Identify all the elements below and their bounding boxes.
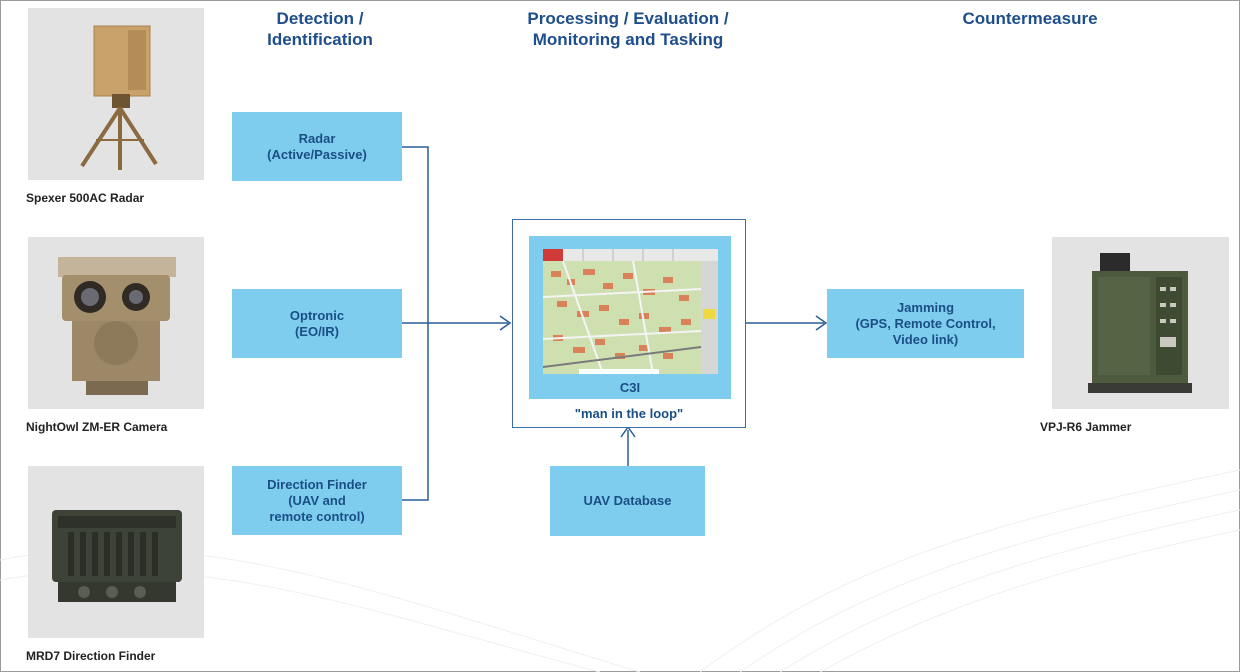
arrow-to-jamming-icon	[815, 315, 828, 331]
optronic-box: Optronic (EO/IR)	[232, 289, 402, 358]
direction-finder-box-line-2: (UAV and	[288, 492, 346, 508]
radar-box-line-1: Radar	[298, 130, 336, 146]
c3i-panel: C3I	[529, 236, 731, 399]
heading-detection-line-2: Identification	[267, 30, 373, 49]
man-in-the-loop-label: "man in the loop"	[574, 406, 684, 421]
radar-box-line-2: (Active/Passive)	[267, 146, 367, 162]
direction-finder-box-line-3: remote control)	[269, 508, 365, 524]
jammer-caption: VPJ-R6 Jammer	[1040, 420, 1132, 434]
jamming-box-line-3: Video link)	[892, 331, 959, 347]
arrow-to-c3i-icon	[499, 315, 512, 331]
jamming-box-line-1: Jamming	[896, 299, 955, 315]
heading-processing: Processing / Evaluation / Monitoring and…	[488, 8, 768, 50]
jamming-box-line-2: (GPS, Remote Control,	[855, 315, 996, 331]
radar-photo	[28, 8, 204, 180]
direction-finder-caption: MRD7 Direction Finder	[26, 649, 156, 663]
jammer-photo	[1052, 237, 1229, 409]
c3i-label: C3I	[619, 380, 641, 395]
optronic-box-line-1: Optronic	[289, 307, 345, 323]
heading-countermeasure: Countermeasure	[962, 9, 1098, 28]
heading-detection: Detection / Identification	[230, 8, 410, 50]
optronic-box-line-2: (EO/IR)	[294, 323, 340, 339]
camera-photo	[28, 237, 204, 409]
camera-caption: NightOwl ZM-ER Camera	[26, 420, 168, 434]
direction-finder-photo	[28, 466, 204, 638]
c3i-frame: C3I "man in the loop"	[512, 219, 746, 428]
c3i-map-screen	[543, 249, 718, 374]
jamming-box: Jamming (GPS, Remote Control, Video link…	[827, 289, 1024, 358]
uav-database-box: UAV Database	[550, 466, 705, 536]
heading-processing-line-1: Processing / Evaluation /	[527, 9, 729, 28]
direction-finder-box-line-1: Direction Finder	[267, 476, 367, 492]
direction-finder-box: Direction Finder (UAV and remote control…	[232, 466, 402, 535]
radar-caption: Spexer 500AC Radar	[26, 191, 145, 205]
heading-processing-line-2: Monitoring and Tasking	[532, 30, 724, 49]
heading-detection-line-1: Detection /	[276, 9, 364, 28]
radar-box: Radar (Active/Passive)	[232, 112, 402, 181]
